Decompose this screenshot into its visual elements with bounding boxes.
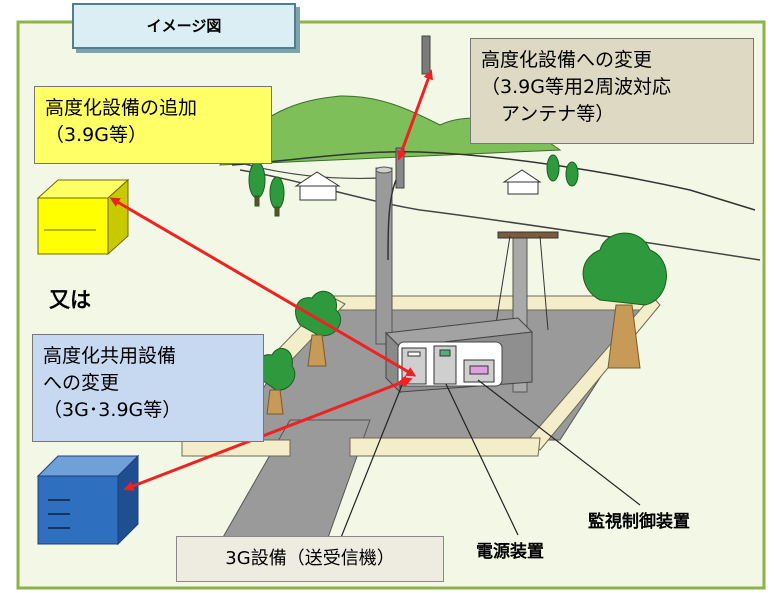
callout-shared-line2: への変更 [43,372,120,394]
pole-wires [494,235,549,331]
fence-front-left [181,439,291,457]
connector-or-text: 又は [49,288,91,312]
antenna-new [421,35,431,75]
callout-add-equipment: 高度化設備の追加 （3.9G等） [34,86,272,164]
diagram-title: イメージ図 [146,17,222,35]
label-3g-text: 3G設備（送受信機） [225,548,395,569]
callout-change-antenna: 高度化設備への変更 （3.9G等用2周波対応 アンテナ等） [470,38,754,144]
horizon-line [231,150,756,211]
callout-add-line1: 高度化設備の追加 [45,97,198,119]
pole-crossarm [497,231,559,239]
callout-shared-equipment: 高度化共用設備 への変更 （3G･3.9G等） [32,334,264,442]
callout-add-line2: （3.9G等） [45,124,147,146]
diagram-title-tab: イメージ図 [72,3,296,49]
leader-3g [339,375,407,541]
antenna-tower [375,167,393,345]
label-power-unit: 電源装置 [476,542,544,562]
leader-monitor [477,379,641,506]
tree-right-icon [582,232,667,369]
label-monitor-control: 監視制御装置 [588,512,690,532]
callout-shared-line1: 高度化共用設備 [43,345,177,367]
blue-equipment-box [36,454,140,546]
house-left-icon [294,171,341,201]
callout-change-line2: （3.9G等用2周波対応 [481,76,672,98]
callout-shared-line3: （3G･3.9G等） [43,399,182,421]
callout-change-line3: アンテナ等） [501,103,615,125]
arrow-yellow-box [109,197,417,377]
callout-change-line1: 高度化設備への変更 [481,49,653,71]
house-right-icon [502,169,542,195]
road-curve-2 [229,159,381,180]
fence-front-right [349,437,541,457]
label-3g-equipment: 3G設備（送受信機） [176,536,444,582]
yellow-equipment-box [36,178,130,256]
arrow-antenna [397,69,433,161]
small-tree-group-right [546,154,579,187]
arrow-blue-box [123,377,413,491]
leader-power [445,383,519,536]
